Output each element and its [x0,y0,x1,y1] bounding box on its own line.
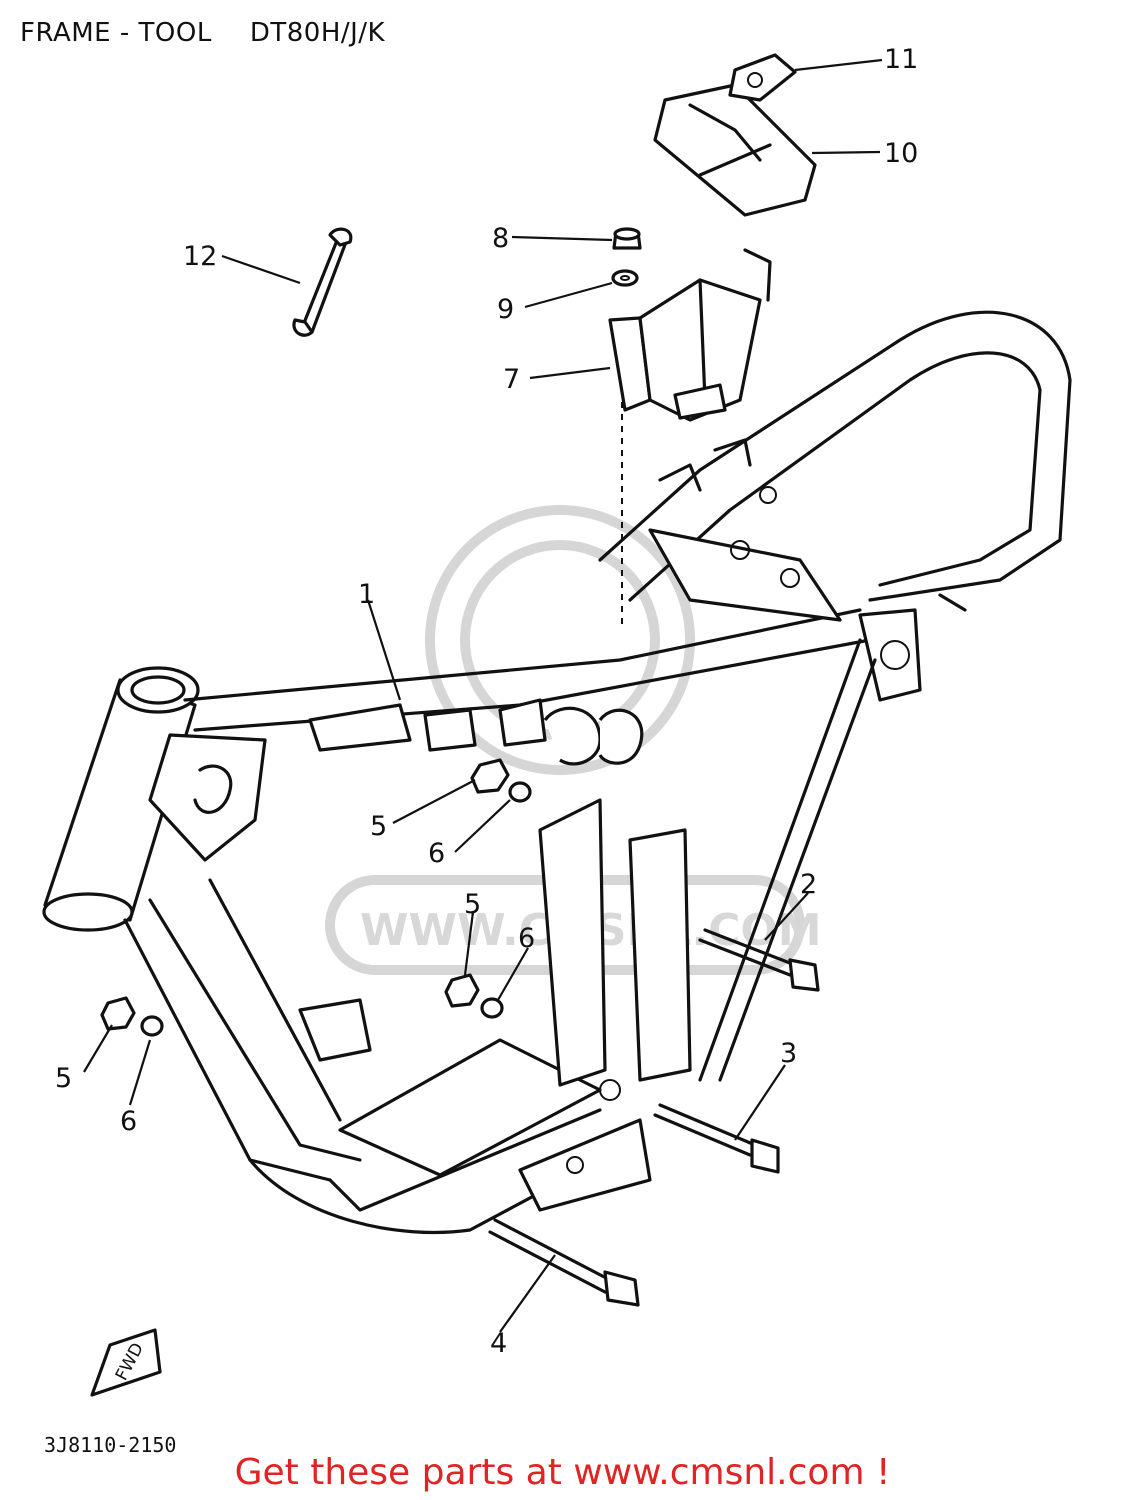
bolt-4 [488,1218,640,1307]
model-name: DT80H/J/K [249,18,386,48]
callout-6-upper: 6 [428,838,445,869]
callout-3: 3 [780,1038,797,1069]
callout-2: 2 [800,869,817,900]
washer-6-left [140,1015,164,1037]
callout-6-mid: 6 [518,923,535,954]
battery-box [608,248,772,422]
wrench-tool [292,227,353,337]
callout-5-left: 5 [55,1063,72,1094]
fwd-arrow: FWD [90,1328,162,1397]
bolt-3 [653,1103,780,1174]
tool-pouch [653,83,817,217]
washer-9 [611,269,639,287]
bolt-8 [612,227,642,250]
callout-11: 11 [884,44,918,75]
callout-1: 1 [358,579,375,610]
callout-4: 4 [490,1328,507,1359]
part-code: 3J8110-2150 [44,1433,177,1457]
callout-5-upper: 5 [370,811,387,842]
callout-12: 12 [183,241,217,272]
callout-7: 7 [503,364,520,395]
section-name: FRAME - TOOL [20,18,212,48]
callout-9: 9 [497,294,514,325]
nut-5-upper [470,758,510,794]
callouts: 1 2 3 4 5 6 5 6 5 6 7 8 9 10 11 12 [55,44,918,1359]
callout-5-mid: 5 [464,889,481,920]
bolt-2 [698,928,820,992]
callout-10: 10 [884,138,918,169]
leader-lines [83,58,883,1333]
washer-6-mid [480,997,504,1019]
footer-link-text[interactable]: Get these parts at www.cmsnl.com ! [234,1452,891,1493]
nut-5-left [100,996,136,1031]
callout-8: 8 [492,223,509,254]
washer-6-upper [508,781,532,803]
nut-5-mid [444,973,480,1008]
callout-6-left: 6 [120,1106,137,1137]
frame-main [42,310,1072,1234]
tool-strap [728,53,797,102]
diagram-title: FRAME - TOOL DT80H/J/K [20,18,385,48]
